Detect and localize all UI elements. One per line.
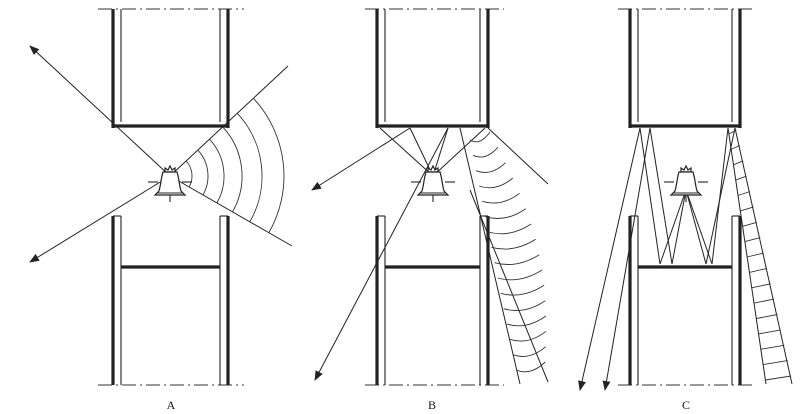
panel-label-b: B bbox=[428, 398, 436, 412]
sound-wave-arc-a bbox=[185, 160, 193, 188]
sound-wave-arc-b bbox=[482, 192, 520, 204]
sound-wave-arc-a bbox=[209, 138, 225, 204]
sound-wave-rung-c bbox=[765, 375, 792, 381]
panel-a: A bbox=[29, 8, 293, 412]
sound-wave-rung-c bbox=[749, 267, 768, 273]
sound-wave-arc-b bbox=[491, 238, 536, 250]
upper-chamber-c bbox=[628, 9, 742, 128]
sound-wave-arc-a bbox=[236, 112, 263, 223]
sound-wave-arc-b bbox=[500, 284, 545, 296]
sound-wave-rung-c bbox=[744, 237, 761, 243]
lower-chamber-c bbox=[628, 215, 742, 385]
bell-icon-a bbox=[147, 165, 193, 203]
sound-wave-rung-c bbox=[735, 175, 747, 181]
sound-wave-rung-c bbox=[751, 283, 771, 289]
sound-wave-arc-b bbox=[488, 223, 532, 235]
sound-wave-arc-b bbox=[515, 361, 546, 373]
bell-icon-c bbox=[663, 165, 709, 203]
sound-wave-arc-b bbox=[469, 131, 491, 143]
panel-label-a: A bbox=[167, 398, 176, 412]
sound-wave-arc-b bbox=[485, 208, 526, 219]
sound-wave-rung-c bbox=[728, 129, 737, 135]
sound-wave-rung-c bbox=[733, 160, 744, 166]
sound-wave-rung-c bbox=[746, 252, 764, 258]
sound-waves-c bbox=[728, 129, 792, 381]
sound-wave-rung-c bbox=[758, 329, 781, 335]
sound-wave-arc-b bbox=[497, 269, 543, 281]
upper-chamber-a bbox=[111, 9, 230, 128]
sound-wave-arc-b bbox=[475, 162, 506, 173]
sound-wave-arc-a bbox=[197, 149, 209, 196]
panel-b: B bbox=[311, 8, 549, 412]
upper-chamber-b bbox=[375, 9, 490, 128]
lower-chamber-b bbox=[375, 215, 490, 385]
ray-lower-left-a bbox=[29, 175, 171, 263]
sound-wave-arc-a bbox=[222, 126, 243, 213]
reflected-rays-c bbox=[578, 127, 793, 391]
sound-wave-arc-b bbox=[494, 254, 540, 265]
sound-wave-rung-c bbox=[756, 314, 778, 319]
sound-waves-b bbox=[469, 131, 547, 373]
sound-wave-arc-a bbox=[253, 97, 285, 234]
panel-label-c: C bbox=[682, 398, 690, 412]
ray-upper-left-a bbox=[29, 45, 171, 177]
lower-chamber-a bbox=[111, 215, 230, 385]
sound-wave-rung-c bbox=[760, 344, 785, 350]
sound-wave-arc-b bbox=[512, 346, 546, 357]
sound-wave-rung-c bbox=[742, 221, 758, 227]
sound-wave-rung-c bbox=[753, 298, 775, 304]
sound-wave-arc-b bbox=[503, 300, 546, 311]
sound-wave-rung-c bbox=[731, 144, 740, 150]
sound-wave-rung-c bbox=[737, 191, 751, 196]
sound-wave-arc-b bbox=[509, 330, 547, 342]
ray-lower-right-a bbox=[169, 175, 293, 247]
sound-wave-arc-b bbox=[506, 315, 547, 327]
sound-wave-rung-c bbox=[763, 360, 788, 366]
panel-c: C bbox=[578, 8, 793, 412]
reflected-rays-b bbox=[311, 127, 549, 385]
sound-wave-arc-b bbox=[472, 147, 499, 158]
bell-icon-b bbox=[410, 165, 456, 203]
sound-wave-arc-b bbox=[479, 177, 514, 189]
sound-wave-rung-c bbox=[740, 206, 754, 212]
ray-upper-right-a bbox=[169, 65, 289, 177]
sound-waves-a bbox=[185, 97, 285, 234]
